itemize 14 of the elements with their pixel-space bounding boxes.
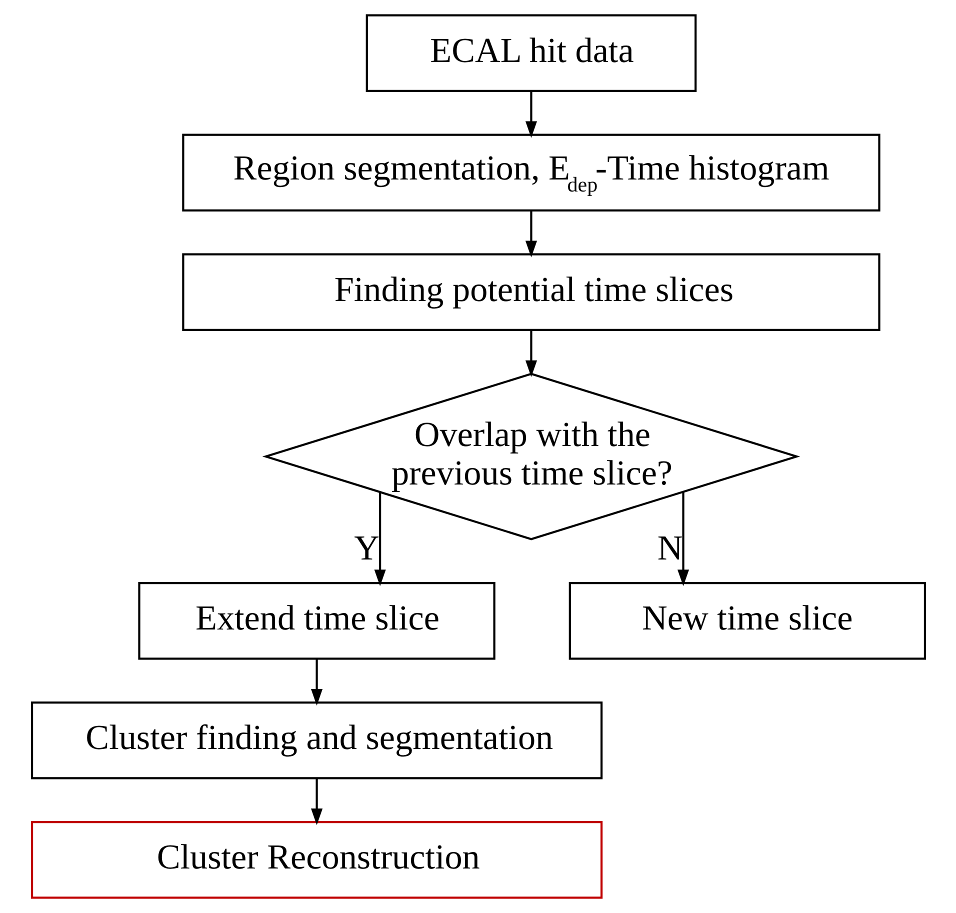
node-box: Finding potential time slices (182, 253, 880, 331)
node-box: Cluster Reconstruction (30, 821, 602, 899)
node-box: Region segmentation, E$_{dep}$-Time histogram (182, 134, 880, 212)
arrow (310, 658, 322, 706)
node-box: ECAL hit data (365, 14, 696, 92)
arrow (310, 778, 322, 826)
arrow (524, 210, 537, 258)
arrow (676, 492, 689, 586)
arrow (524, 330, 537, 377)
node-box: Extend time slice (138, 582, 495, 660)
node-box: Cluster finding and segmentation (30, 702, 602, 780)
arrow (374, 492, 386, 586)
node-box: New time slice (568, 582, 926, 660)
arrow (524, 90, 537, 138)
